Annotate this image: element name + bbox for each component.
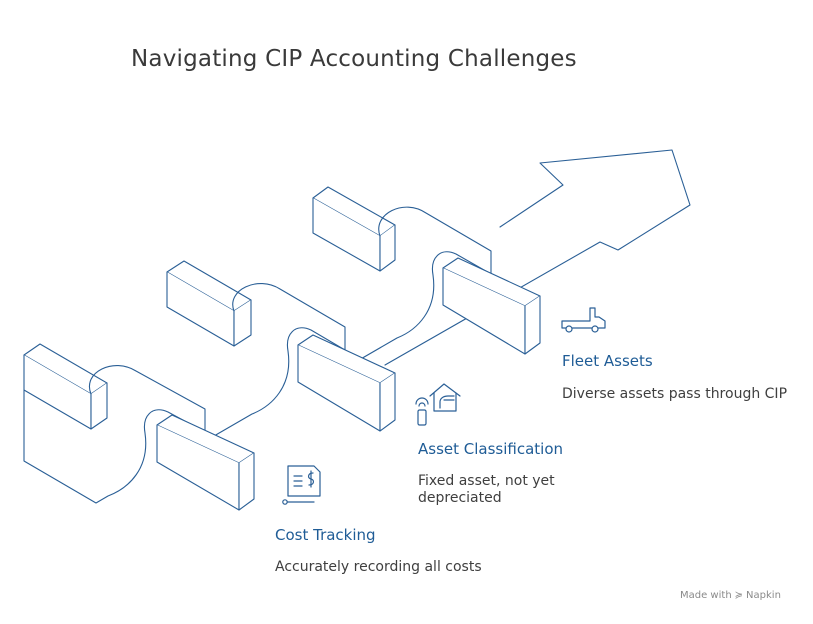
watermark-brand: Napkin (746, 590, 781, 601)
truck-icon (561, 307, 606, 333)
step-block-middle (166, 260, 396, 448)
growth-arrow (384, 149, 691, 366)
step-title-fleet-assets: Fleet Assets (562, 352, 653, 370)
invoice-dollar-icon (282, 465, 321, 505)
step-description-cost-tracking: Accurately recording all costs (275, 559, 482, 575)
step-block-top (312, 186, 541, 372)
step-title-asset-classification: Asset Classification (418, 440, 564, 458)
diagram-title: Navigating CIP Accounting Challenges (131, 46, 577, 72)
step-block-bottom (23, 343, 255, 511)
watermark-prefix: Made with (680, 590, 732, 601)
step-description-asset-classification: Fixed asset, not yet depreciated (418, 473, 555, 506)
napkin-logo-icon: ≽ (734, 590, 744, 601)
watermark: Made with≽Napkin (680, 590, 781, 601)
step-description-fleet-assets: Diverse assets pass through CIP (562, 386, 788, 402)
step-title-cost-tracking: Cost Tracking (275, 526, 376, 544)
house-phone-icon (415, 383, 461, 426)
